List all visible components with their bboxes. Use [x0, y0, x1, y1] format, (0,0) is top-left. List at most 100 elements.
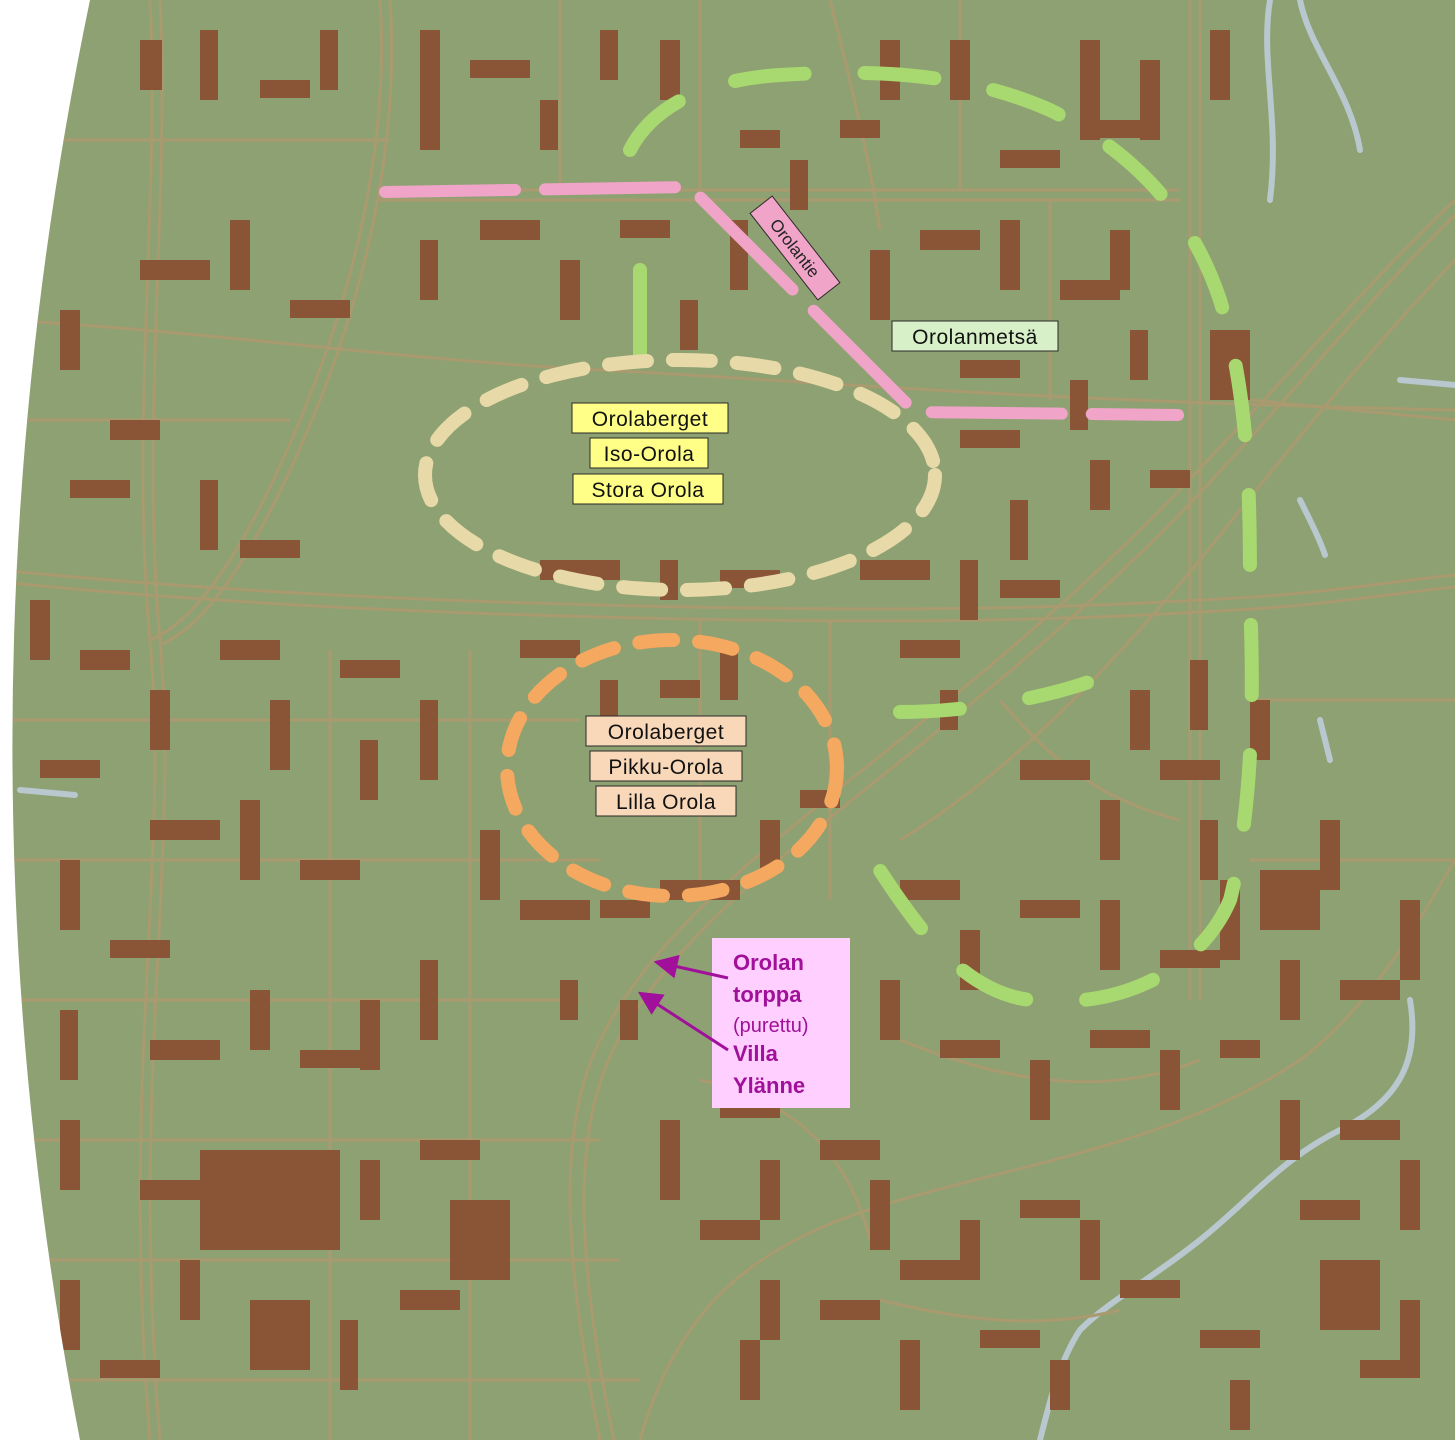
building: [660, 680, 700, 698]
arrow-to-torppa: [653, 954, 729, 980]
building: [300, 1050, 360, 1068]
hill-outlines: [418, 65, 1259, 1009]
building: [1280, 1100, 1300, 1160]
orolantie-highlight: [379, 180, 1184, 421]
building: [870, 250, 890, 320]
building: [240, 800, 260, 880]
building: [1000, 150, 1060, 168]
building: [1260, 870, 1320, 930]
building: [1340, 1120, 1400, 1140]
building: [1020, 760, 1090, 780]
building: [1080, 1220, 1100, 1280]
building: [1210, 30, 1230, 100]
building: [70, 480, 130, 498]
building: [900, 640, 960, 658]
building: [60, 1120, 80, 1190]
building: [1080, 40, 1100, 140]
building: [1000, 220, 1020, 290]
building: [180, 1260, 200, 1320]
building: [60, 310, 80, 370]
building: [1200, 820, 1218, 880]
building: [80, 650, 130, 670]
building: [470, 60, 530, 78]
building: [150, 690, 170, 750]
building: [30, 600, 50, 660]
building: [60, 1280, 80, 1350]
building: [1160, 1050, 1180, 1110]
water-streams: [17, 0, 1455, 1440]
arrow-to-villa: [637, 991, 729, 1052]
building: [1050, 1360, 1070, 1410]
building: [1140, 60, 1160, 140]
building: [1200, 1330, 1260, 1348]
building: [420, 700, 438, 780]
callout-arrows: [637, 954, 729, 1052]
building: [900, 1260, 960, 1280]
callout-line3: (purettu): [733, 1015, 809, 1037]
building: [200, 480, 218, 550]
building: [760, 1280, 780, 1340]
building: [560, 980, 578, 1020]
building: [1300, 1200, 1360, 1220]
building: [200, 1150, 340, 1250]
building: [600, 680, 618, 720]
building: [960, 360, 1020, 378]
building: [360, 1000, 380, 1070]
forest-label: Orolanmetsä: [891, 320, 1059, 352]
building: [820, 1140, 880, 1160]
building: [290, 300, 350, 318]
building: [450, 1200, 510, 1280]
building: [660, 1120, 680, 1200]
building: [340, 660, 400, 678]
building: [620, 1000, 638, 1040]
building: [1160, 760, 1220, 780]
building: [360, 1160, 380, 1220]
building: [420, 1140, 480, 1160]
building: [700, 1220, 760, 1240]
small-hill-label: Orolaberget Pikku-Orola Lilla Orola: [585, 715, 747, 817]
building: [600, 900, 650, 918]
building: [1060, 280, 1120, 300]
building: [400, 1290, 460, 1310]
building: [860, 560, 930, 580]
building: [150, 1040, 220, 1060]
building: [680, 300, 698, 350]
building: [110, 420, 160, 440]
building: [760, 820, 780, 870]
building: [320, 30, 338, 90]
building: [870, 1180, 890, 1250]
building: [360, 740, 378, 800]
building: [240, 540, 300, 558]
buildings: [30, 30, 1420, 1430]
building: [620, 220, 670, 238]
building: [920, 230, 980, 250]
building: [1400, 1300, 1420, 1360]
building: [1150, 470, 1190, 488]
callout-line5: Ylänne: [733, 1073, 805, 1098]
building: [100, 1360, 160, 1378]
building: [1280, 960, 1300, 1020]
building: [1250, 700, 1270, 760]
building: [480, 220, 540, 240]
building: [1130, 690, 1150, 750]
building: [520, 900, 590, 920]
building: [720, 650, 738, 700]
building: [1110, 230, 1130, 290]
building: [1090, 1030, 1150, 1048]
building: [1100, 900, 1120, 970]
building: [200, 30, 218, 100]
building: [900, 1340, 920, 1410]
building: [270, 700, 290, 770]
building: [420, 960, 438, 1040]
building: [790, 160, 808, 210]
building: [1020, 1200, 1080, 1218]
building: [260, 80, 310, 98]
building: [60, 1010, 78, 1080]
building: [140, 260, 210, 280]
building: [1090, 460, 1110, 510]
building: [1070, 380, 1088, 430]
building: [1320, 820, 1340, 890]
building: [840, 120, 880, 138]
